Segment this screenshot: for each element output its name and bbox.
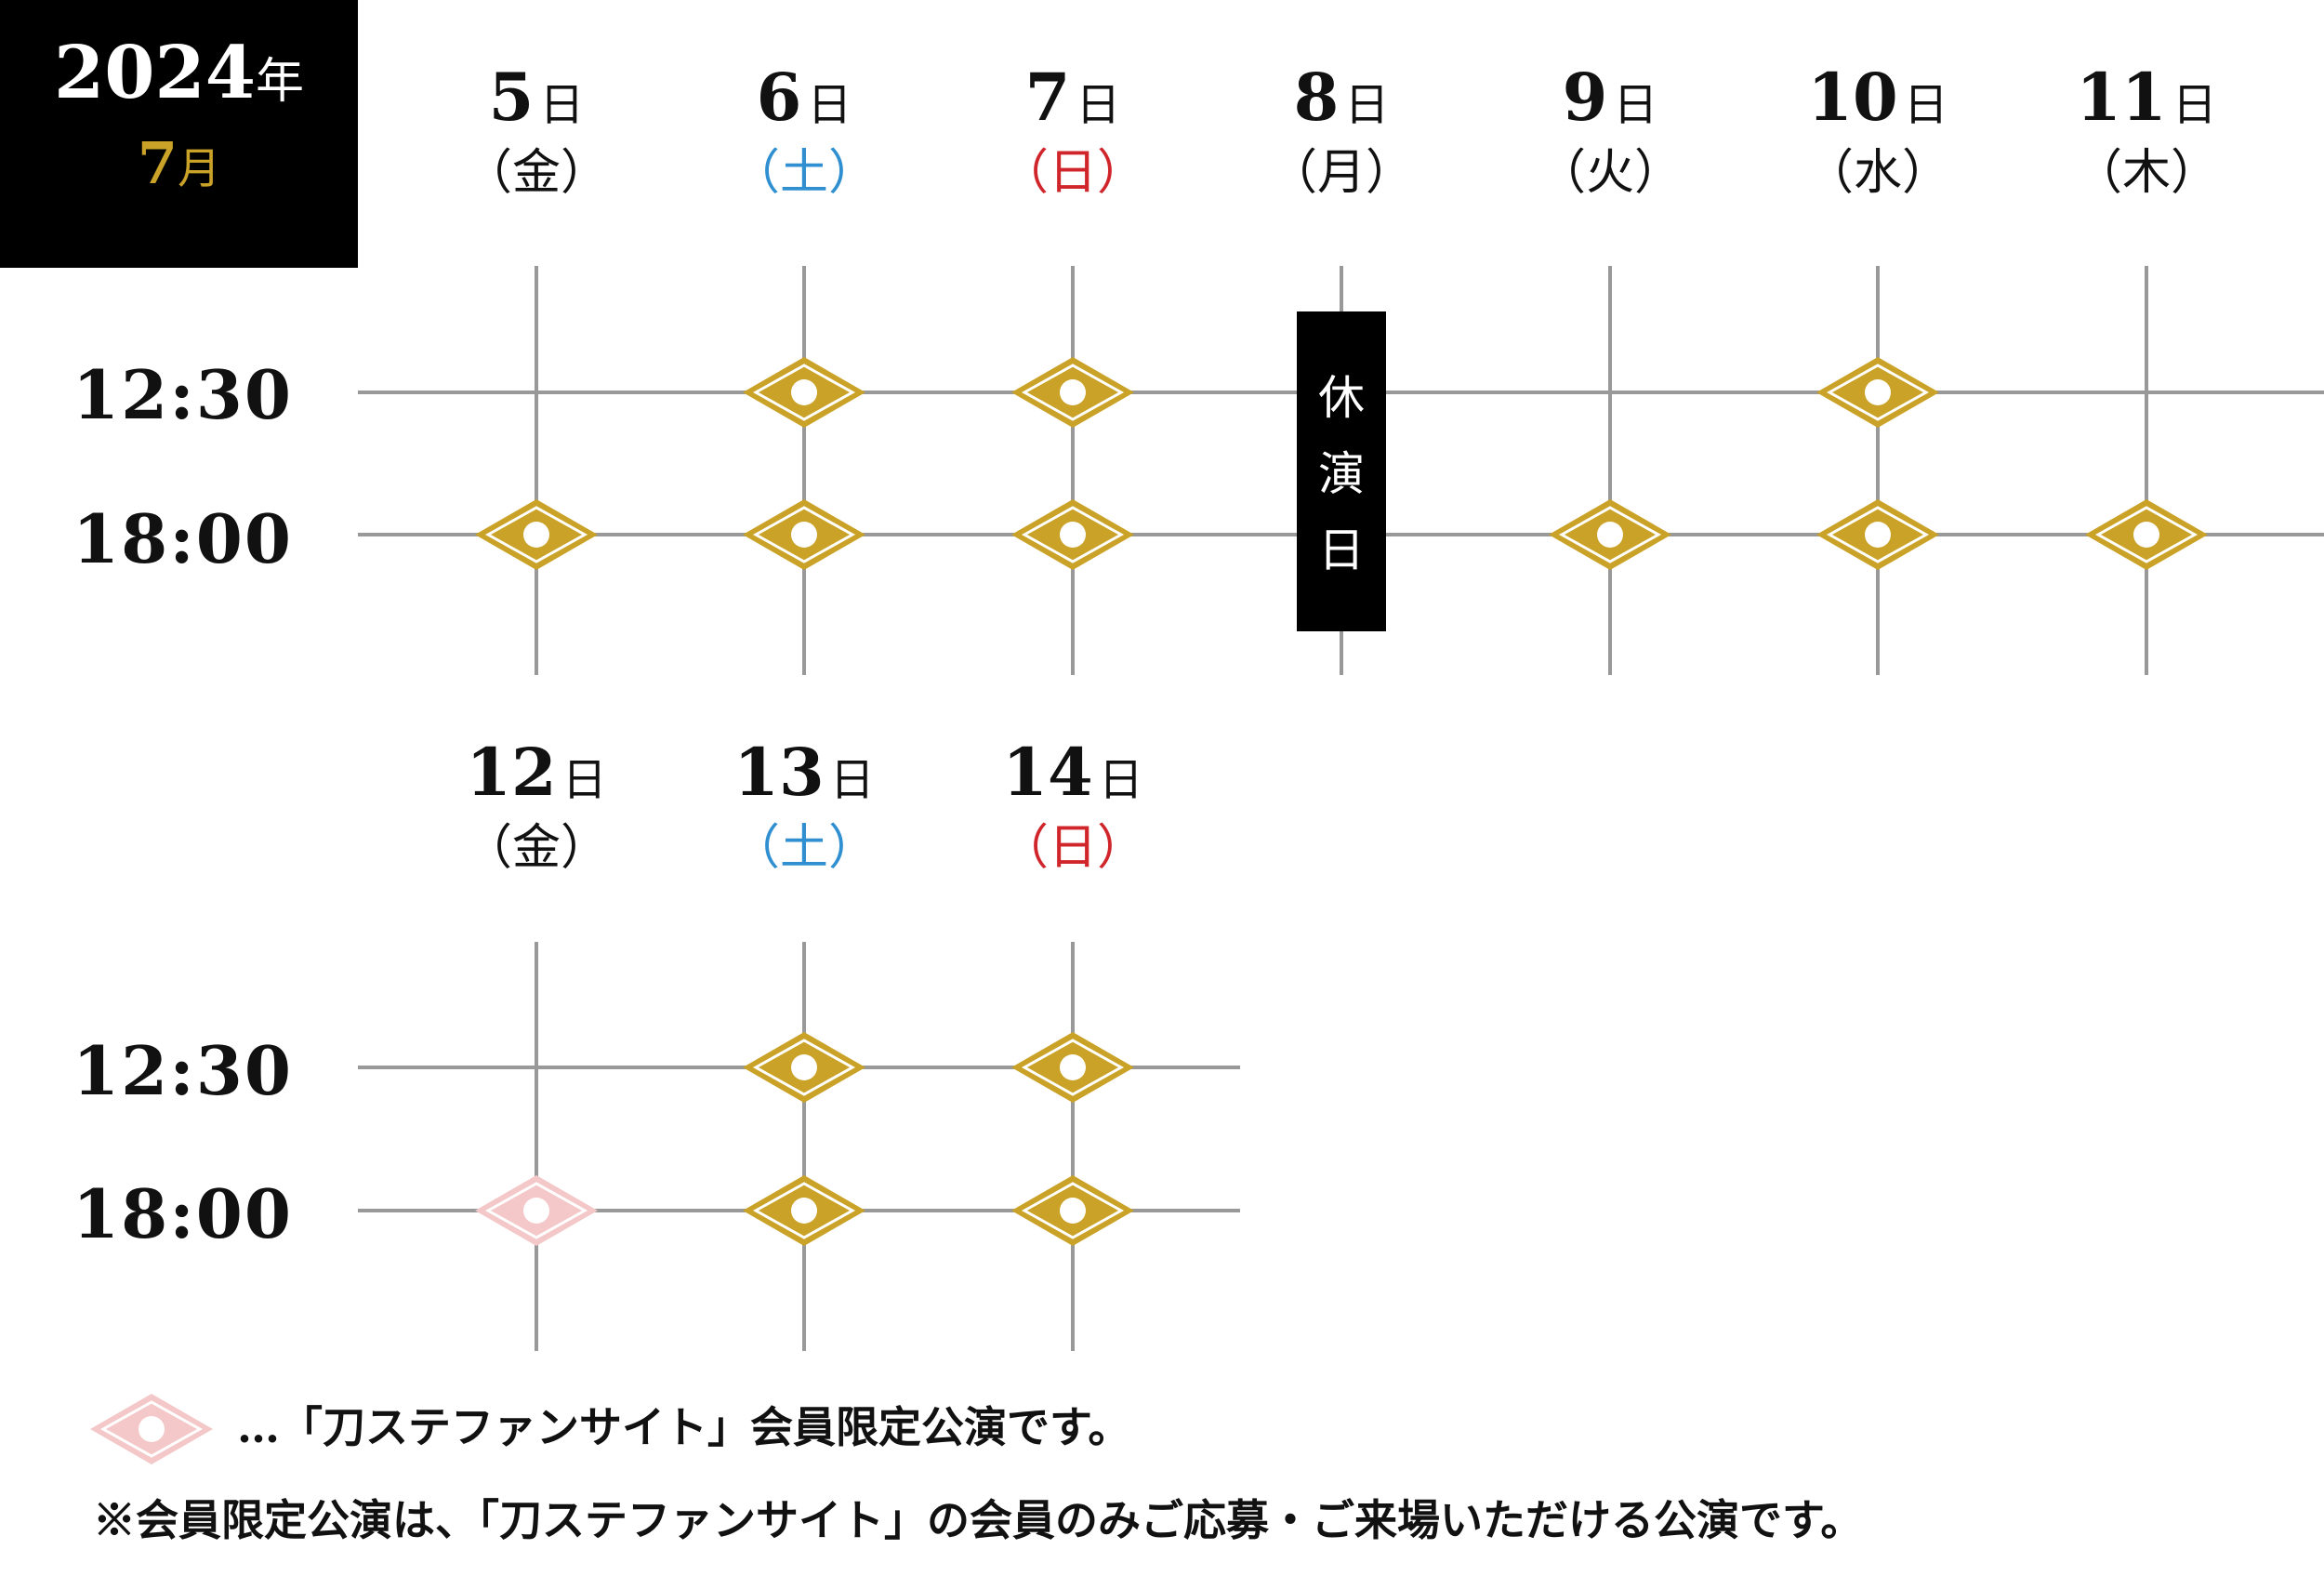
time-label-1230: 12:30 <box>73 1031 293 1110</box>
performance-diamond-icon <box>741 497 867 572</box>
performance-diamond-icon <box>2083 497 2210 572</box>
time-label-1800: 18:00 <box>73 499 293 578</box>
performance-diamond-icon <box>1010 1030 1136 1105</box>
performance-diamond-icon <box>1010 497 1136 572</box>
performance-diamond-icon <box>1010 355 1136 430</box>
footnote: ※会員限定公演は、「刀ステファンサイト」の会員のみご応募・ご来場いただける公演で… <box>93 1495 1864 1545</box>
svg-text:日: 日 <box>1318 523 1365 577</box>
rest-day-label: 休 演 日 <box>1318 371 1365 577</box>
performance-diamond-icon <box>1815 355 1941 430</box>
time-label-1800: 18:00 <box>73 1174 293 1253</box>
performance-diamond-icon <box>1815 497 1941 572</box>
performance-diamond-icon <box>741 1173 867 1248</box>
performance-diamond-icon <box>741 1030 867 1105</box>
performance-diamond-icon <box>1010 1173 1136 1248</box>
legend-member-diamond-icon <box>88 1392 215 1466</box>
rest-day-box <box>1297 311 1386 631</box>
year-label: 2024年 <box>53 31 305 115</box>
performance-diamond-icon <box>473 497 600 572</box>
month-header: 2024年 7月 <box>0 0 358 268</box>
time-label-1230: 12:30 <box>73 355 293 434</box>
legend-text: …「刀ステファンサイト」会員限定公演です。 <box>237 1402 1131 1452</box>
svg-text:休: 休 <box>1318 371 1365 425</box>
month-label: 7月 <box>137 129 221 197</box>
member-only-diamond-icon <box>473 1173 600 1248</box>
performance-diamond-icon <box>1547 497 1673 572</box>
performance-diamond-icon <box>741 355 867 430</box>
svg-text:演: 演 <box>1318 447 1365 501</box>
